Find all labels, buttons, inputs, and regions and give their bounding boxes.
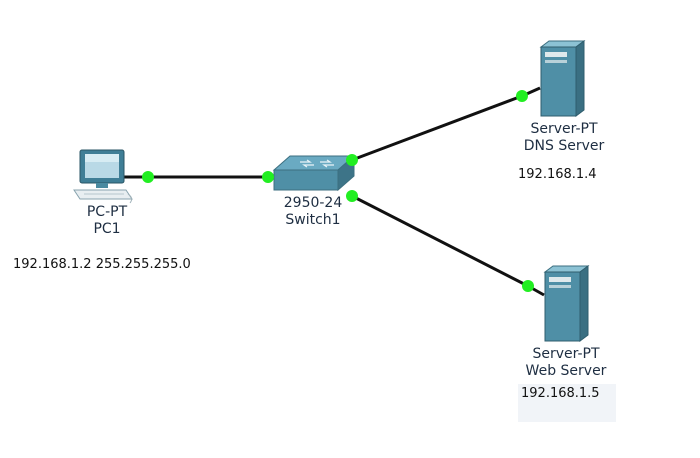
link-status-dot [522, 280, 534, 292]
pc-icon[interactable] [73, 149, 133, 204]
dns-server-icon[interactable] [539, 40, 586, 117]
link-status-dot [346, 190, 358, 202]
link-switch1-web[interactable] [351, 194, 529, 288]
dns-ip-note[interactable]: 192.168.1.4 [515, 165, 600, 185]
switch-icon[interactable] [272, 154, 356, 192]
web-name-label[interactable]: Web Server [525, 363, 607, 379]
link-status-dot [262, 171, 274, 183]
dns-model-label: Server-PT [530, 121, 598, 137]
dns-name-label[interactable]: DNS Server [523, 138, 605, 154]
link-status-dot [516, 90, 528, 102]
link-status-dot [346, 154, 358, 166]
switch1-model-label: 2950-24 [283, 195, 343, 211]
pc1-ip-note[interactable]: 192.168.1.2 255.255.255.0 [10, 255, 194, 275]
link-status-dot [142, 171, 154, 183]
web-ip-note[interactable]: 192.168.1.5 [518, 384, 616, 422]
pc1-model-label: PC-PT [86, 204, 128, 220]
link-switch1-dns[interactable] [351, 94, 523, 162]
pc1-name-label[interactable]: PC1 [93, 221, 121, 237]
switch1-name-label[interactable]: Switch1 [285, 212, 341, 228]
web-model-label: Server-PT [532, 346, 600, 362]
web-server-icon[interactable] [543, 265, 590, 342]
